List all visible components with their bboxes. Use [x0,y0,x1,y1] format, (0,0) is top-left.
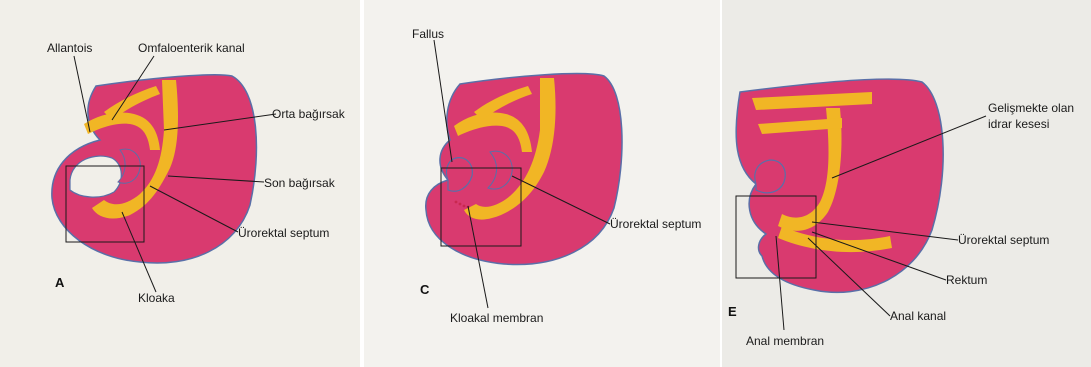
panel-a: Allantois Omfaloenterik kanal Orta bağır… [0,0,360,367]
label-anal-kanal: Anal kanal [890,309,946,323]
label-son-bagirsak: Son bağırsak [264,176,336,190]
label-rektum: Rektum [946,273,987,287]
label-urorektal-septum: Ürorektal septum [238,226,329,240]
label-kloakal-membran: Kloakal membran [450,311,543,325]
label-orta-bagirsak: Orta bağırsak [272,107,346,121]
panel-c-diagram: Fallus Ürorektal septum Kloakal membran … [364,0,720,367]
panel-letter: C [420,282,430,297]
panel-letter: A [55,275,65,290]
tubercle [755,160,785,193]
panel-a-diagram: Allantois Omfaloenterik kanal Orta bağır… [0,0,360,367]
panel-e-diagram: Gelişmekte olan idrar kesesi Ürorektal s… [722,0,1091,367]
label-kloaka: Kloaka [138,291,175,305]
label-anal-membran: Anal membran [746,334,824,348]
panel-letter: E [728,304,737,319]
label-allantois: Allantois [47,41,92,55]
label-urorektal-septum: Ürorektal septum [958,233,1049,247]
label-gelismekte-2: idrar kesesi [988,117,1049,131]
label-fallus: Fallus [412,27,444,41]
panel-e: Gelişmekte olan idrar kesesi Ürorektal s… [722,0,1091,367]
label-gelismekte-1: Gelişmekte olan [988,101,1074,115]
label-omfaloenterik: Omfaloenterik kanal [138,41,245,55]
label-urorektal-septum: Ürorektal septum [610,217,701,231]
panel-c: Fallus Ürorektal septum Kloakal membran … [364,0,720,367]
